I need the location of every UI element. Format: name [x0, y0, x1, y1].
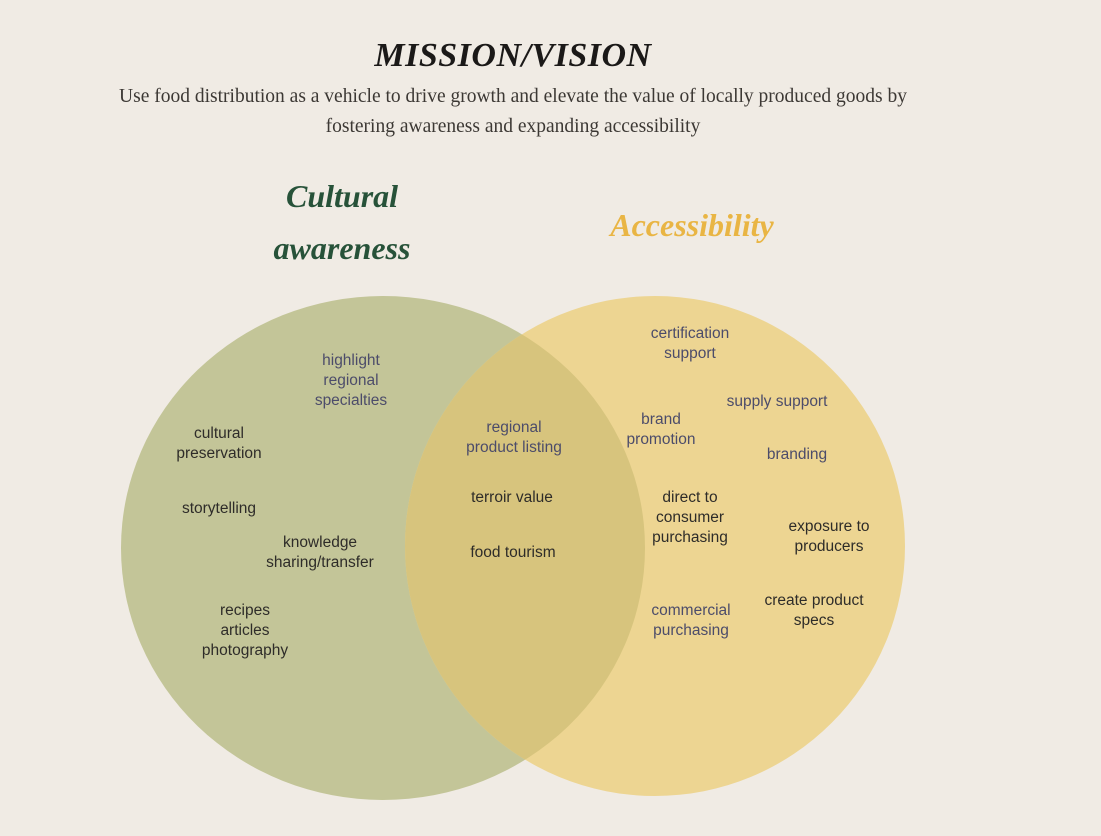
item-cultural-preservation: cultural preservation — [176, 425, 262, 462]
item-knowledge-sharing-transfer: knowledge sharing/transfer — [266, 534, 374, 571]
item-regional-product-listing: regional product listing — [466, 419, 562, 456]
item-supply-support: supply support — [726, 393, 828, 410]
item-exposure-to-producers: exposure to producers — [788, 518, 870, 555]
right-set-label: Accessibility — [610, 207, 774, 243]
item-certification-support: certification support — [650, 325, 730, 362]
item-brand-promotion: brand promotion — [626, 411, 696, 448]
item-recipes-articles-photography: recipes articles photography — [201, 602, 289, 659]
page-subtitle: Use food distribution as a vehicle to dr… — [119, 86, 907, 137]
item-branding: branding — [766, 446, 828, 463]
item-highlight-regional-specialties: highlight regional specialties — [314, 352, 388, 409]
item-storytelling: storytelling — [181, 500, 257, 517]
left-set-label: Cultural awareness — [273, 178, 411, 266]
item-create-product-specs: create product specs — [764, 592, 864, 629]
item-commercial-purchasing: commercial purchasing — [651, 602, 731, 639]
item-food-tourism: food tourism — [470, 544, 556, 561]
item-direct-to-consumer-purchasing: direct to consumer purchasing — [652, 489, 728, 546]
item-terroir-value: terroir value — [471, 489, 553, 506]
page-title: MISSION/VISION — [374, 37, 652, 74]
overlap-region — [405, 296, 645, 796]
